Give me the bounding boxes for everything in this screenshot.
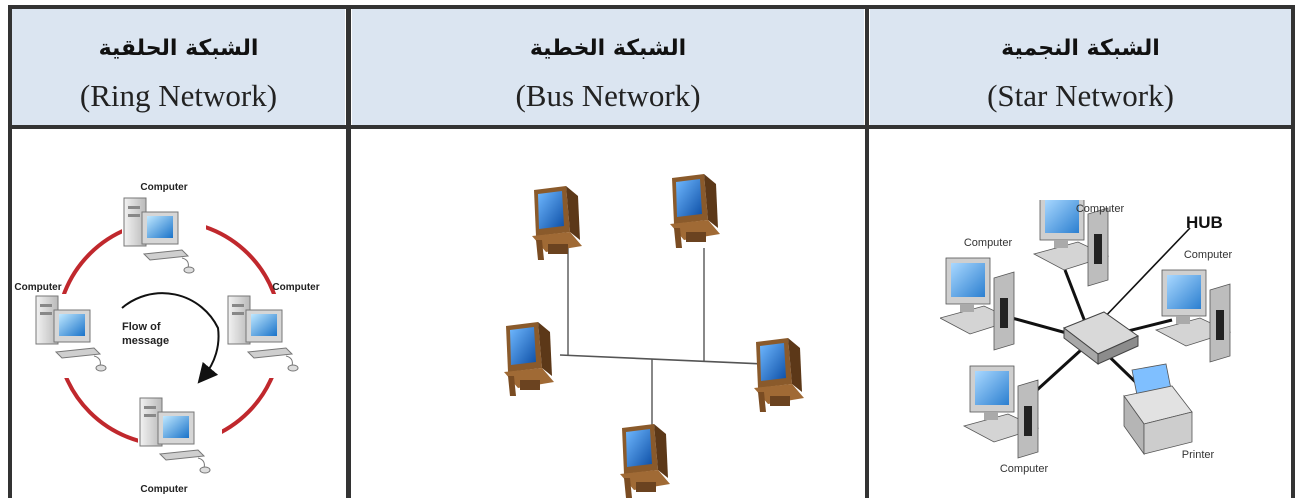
bus-computer-5 <box>620 424 670 498</box>
flow-arrow <box>121 292 220 384</box>
hub-label: HUB <box>1186 213 1223 232</box>
star-english-title: (Star Network) <box>987 78 1174 113</box>
bus-arabic-title: الشبكة الخطية <box>529 36 687 61</box>
ring-label-bottom: Computer <box>140 484 187 495</box>
right-border <box>1291 5 1295 498</box>
ring-label-right: Computer <box>272 282 319 293</box>
bus-computer-3 <box>504 322 554 396</box>
bus-english-title: (Bus Network) <box>515 78 701 113</box>
star-label-bottom: Computer <box>1000 463 1049 475</box>
ring-arabic-title: الشبكة الحلقية <box>98 36 259 61</box>
star-label-left: Computer <box>964 237 1013 249</box>
star-label-top: Computer <box>1076 203 1125 215</box>
star-arabic-title: الشبكة النجمية <box>1001 36 1160 61</box>
ring-network-diagram: Computer Computer Computer Computer Flow… <box>14 182 319 495</box>
top-border <box>8 5 1295 9</box>
ring-english-title: (Ring Network) <box>79 78 278 113</box>
star-network-diagram: HUB Computer Computer Computer Computer … <box>940 200 1233 475</box>
header-star: الشبكة النجمية (Star Network) <box>870 8 1291 126</box>
ring-computer-left <box>34 294 118 378</box>
ring-computer-bottom <box>138 396 222 478</box>
flow-text-2: message <box>122 335 169 347</box>
ring-label-top: Computer <box>140 182 187 193</box>
printer-icon <box>1123 363 1193 456</box>
ring-computer-top <box>122 196 206 280</box>
left-border <box>8 5 12 498</box>
bus-computer-4 <box>754 338 804 412</box>
ring-computer-right <box>226 294 310 378</box>
hub-pointer <box>1099 227 1191 323</box>
hub-device <box>1062 311 1140 366</box>
star-computer-left <box>940 257 1015 351</box>
star-label-right: Computer <box>1184 249 1233 261</box>
bus-computer-2 <box>670 174 720 248</box>
bus-backbone <box>559 354 765 365</box>
bus-network-diagram <box>504 174 804 498</box>
star-computer-right <box>1155 269 1231 363</box>
header-divider <box>8 125 1295 129</box>
flow-text-1: Flow of <box>122 321 161 333</box>
header-ring: الشبكة الحلقية (Ring Network) <box>12 8 345 126</box>
bus-computer-1 <box>532 186 582 260</box>
printer-label: Printer <box>1182 449 1215 461</box>
header-bus: الشبكة الخطية (Bus Network) <box>352 8 864 126</box>
col-divider-2 <box>865 5 869 498</box>
col-divider-1 <box>346 5 351 498</box>
star-computer-bottom <box>963 365 1039 459</box>
ring-label-left: Computer <box>14 282 61 293</box>
